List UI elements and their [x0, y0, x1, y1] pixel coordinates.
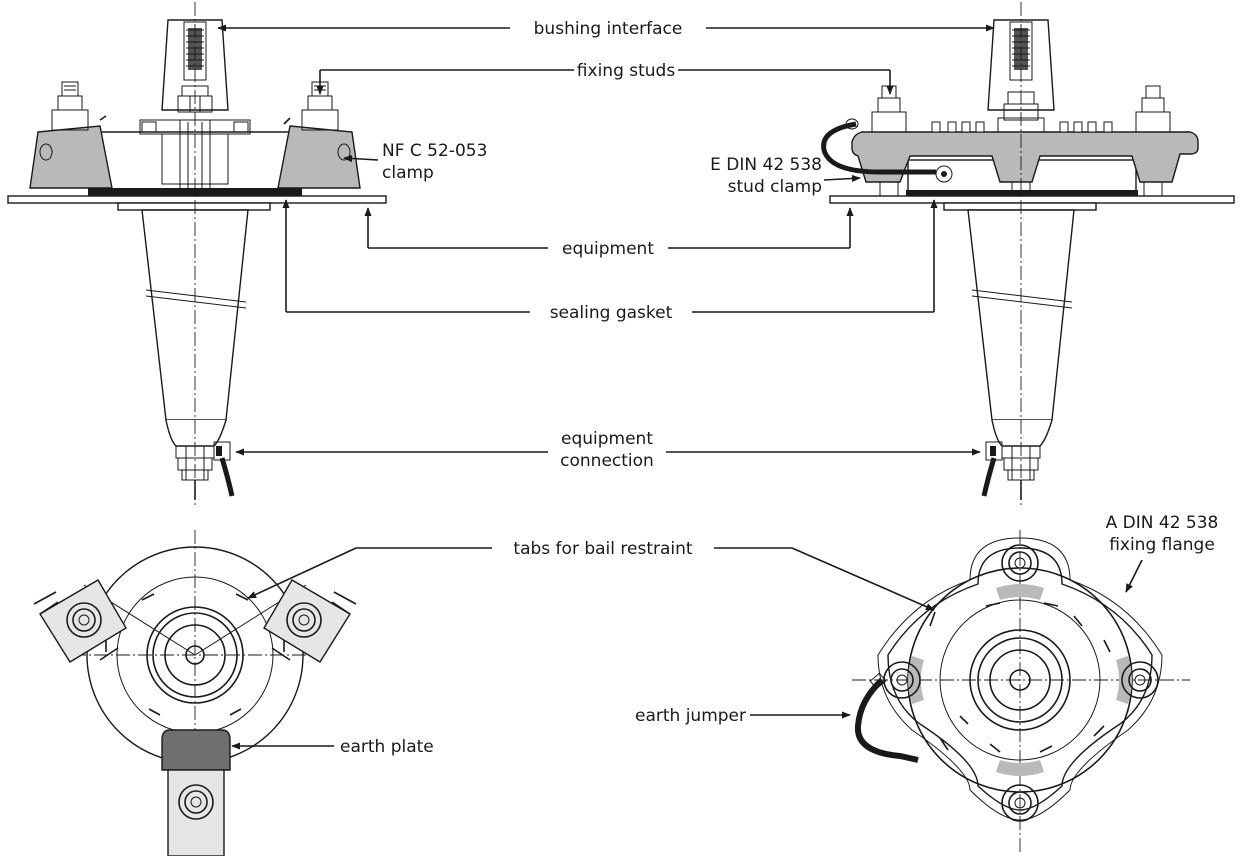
label-nfc-clamp-line2: clamp: [382, 163, 434, 183]
left-plan-view: [33, 530, 357, 856]
right-plan-earth-jumper: [854, 677, 919, 763]
label-edin-stud-clamp-line2: stud clamp: [728, 177, 822, 197]
label-adin-fixing-flange-line1: A DIN 42 538: [1106, 513, 1219, 533]
label-earth-plate: earth plate: [340, 737, 434, 757]
right-plan-pads: [908, 584, 1132, 776]
left-connection-cable: [219, 457, 235, 497]
right-side-view: [821, 2, 1235, 506]
right-tabs-row: [931, 121, 1113, 133]
label-sealing-gasket: sealing gasket: [550, 303, 673, 323]
label-equipment-connection-line2: connection: [560, 451, 654, 471]
text-labels: bushing interface fixing studs NF C 52-0…: [340, 19, 1218, 757]
label-tabs-for-bail-restraint: tabs for bail restraint: [513, 539, 692, 559]
right-plan-tabs: [929, 602, 1111, 753]
right-earth-jumper-side: [821, 121, 936, 175]
right-clamp-of-left-view: [277, 81, 361, 189]
label-equipment-connection-line1: equipment: [561, 429, 653, 449]
right-flange-body: [851, 131, 1199, 183]
right-connection-cable: [981, 457, 997, 497]
left-clamp: [29, 81, 113, 189]
label-earth-jumper: earth jumper: [635, 706, 746, 726]
left-equipment-plate: [7, 195, 387, 204]
left-plan-clamp-right: [263, 579, 357, 663]
right-plan-view: [852, 530, 1190, 852]
label-bushing-interface: bushing interface: [534, 19, 683, 39]
right-equipment-plate: [829, 195, 1235, 204]
left-plan-tabs: [105, 593, 285, 716]
left-plan-earth-plate: [161, 729, 231, 856]
label-adin-fixing-flange-line2: fixing flange: [1109, 535, 1215, 555]
label-equipment: equipment: [562, 239, 654, 259]
leader-lines: [217, 24, 1143, 750]
label-edin-stud-clamp-line1: E DIN 42 538: [710, 155, 822, 175]
label-nfc-clamp-line1: NF C 52-053: [382, 141, 487, 161]
right-plan-studs: [883, 544, 1159, 822]
left-plan-clamp-left: [33, 579, 127, 663]
label-fixing-studs: fixing studs: [577, 61, 676, 81]
right-sealing-gasket: [906, 190, 1138, 197]
left-side-view: [7, 2, 387, 506]
